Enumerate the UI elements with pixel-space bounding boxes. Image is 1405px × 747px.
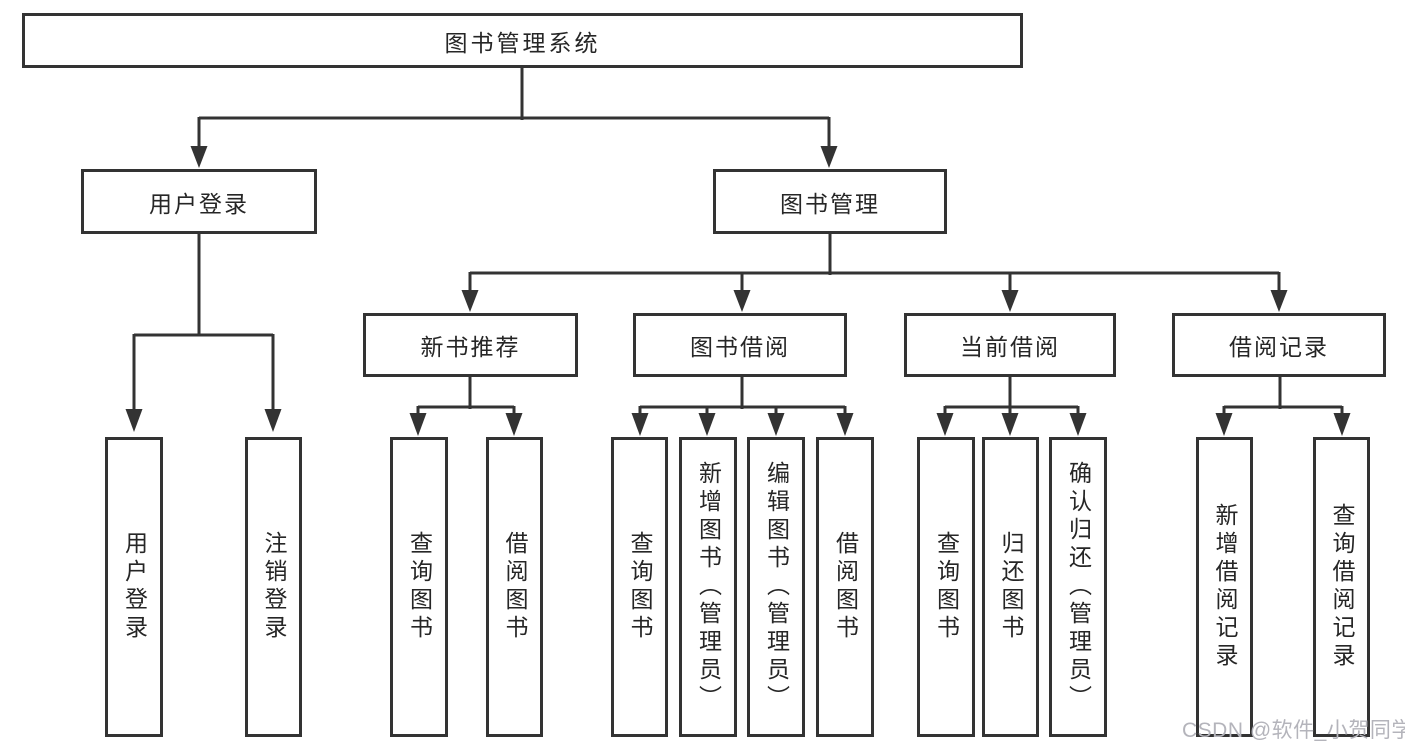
leaf-borrow-books-borrow: 借阅图书 [816, 437, 874, 737]
leaf-logout: 注销登录 [245, 437, 302, 737]
leaf-return-book: 归还图书 [982, 437, 1039, 737]
leaf-query-books-recommend: 查询图书 [390, 437, 448, 737]
node-borrow-records: 借阅记录 [1172, 313, 1386, 377]
leaf-borrow-books-recommend: 借阅图书 [486, 437, 543, 737]
node-current-borrow: 当前借阅 [904, 313, 1116, 377]
leaf-query-books-current: 查询图书 [917, 437, 975, 737]
leaf-query-books-borrow: 查询图书 [611, 437, 668, 737]
node-new-book-recommend: 新书推荐 [363, 313, 578, 377]
node-user-login: 用户登录 [81, 169, 317, 234]
leaf-user-login: 用户登录 [105, 437, 163, 737]
leaf-add-book-admin: 新增图书（管理员） [679, 437, 737, 737]
leaf-edit-book-admin: 编辑图书（管理员） [747, 437, 805, 737]
node-book-management: 图书管理 [713, 169, 947, 234]
node-book-borrow: 图书借阅 [633, 313, 847, 377]
node-library-system: 图书管理系统 [22, 13, 1023, 68]
leaf-query-borrow-record: 查询借阅记录 [1313, 437, 1370, 737]
csdn-watermark: CSDN @软件_小贺同学 [1182, 719, 1405, 742]
arrowheads [125, 146, 1351, 436]
leaf-confirm-return-admin: 确认归还（管理员） [1049, 437, 1107, 737]
leaf-add-borrow-record: 新增借阅记录 [1196, 437, 1253, 737]
